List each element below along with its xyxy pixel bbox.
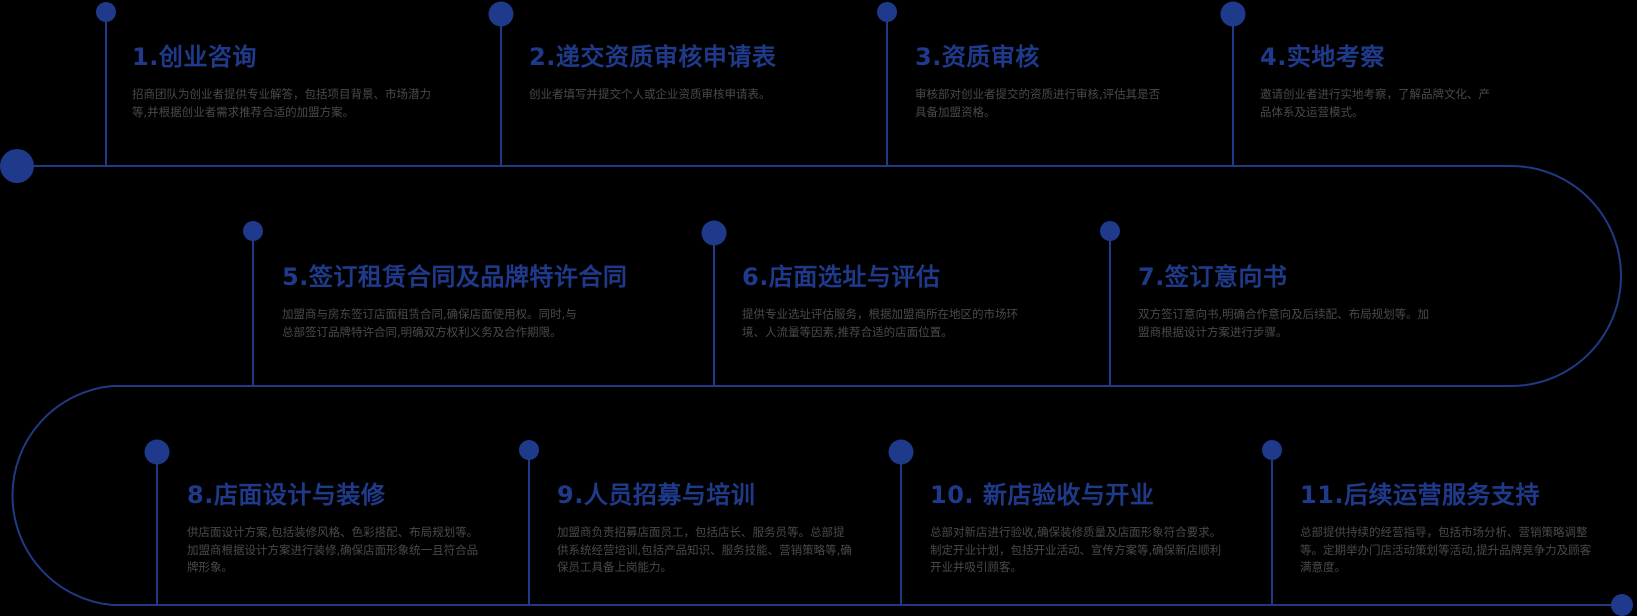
step-11: 11.后续运营服务支持 总部提供持续的经营指导，包括市场分析、营销策略调整等。定… [1300,480,1596,577]
step-2: 2.递交资质审核申请表 创业者填写并提交个人或企业资质审核申请表。 [529,42,829,104]
step-5: 5.签订租赁合同及品牌特许合同 加盟商与房东签订店面租赁合同,确保店面使用权。同… [282,262,628,341]
step-title: 10. 新店验收与开业 [930,481,1155,509]
step-7-dot [1100,221,1120,241]
step-1-dot [96,2,116,22]
step-description: 创业者填写并提交个人或企业资质审核申请表。 [529,87,771,101]
step-2-dot [488,1,514,27]
step-9-dot [519,440,539,460]
step-title: 4.实地考察 [1260,43,1385,71]
step-4-dot [1220,1,1246,27]
step-description: 加盟商与房东签订店面租赁合同,确保店面使用权。同时,与总部签订品牌特许合同,明确… [282,307,577,339]
end-dot [1611,594,1633,616]
step-description: 邀请创业者进行实地考察，了解品牌文化、产品体系及运营模式。 [1260,87,1490,119]
step-6: 6.店面选址与评估 提供专业选址评估服务，根据加盟商所在地区的市场环境、人流量等… [742,262,1038,341]
step-title: 3.资质审核 [915,43,1040,71]
step-title: 8.店面设计与装修 [187,481,386,509]
step-1: 1.创业咨询 招商团队为创业者提供专业解答，包括项目背景、市场潜力等,并根据创业… [132,42,432,121]
step-10: 10. 新店验收与开业 总部对新店进行验收,确保装修质量及店面形象符合要求。制定… [930,480,1226,577]
step-4: 4.实地考察 邀请创业者进行实地考察，了解品牌文化、产品体系及运营模式。 [1260,42,1500,121]
step-5-dot [243,221,263,241]
step-title: 2.递交资质审核申请表 [529,43,777,71]
step-description: 招商团队为创业者提供专业解答，包括项目背景、市场潜力等,并根据创业者需求推荐合适… [132,87,431,119]
step-8-dot [144,439,170,465]
step-description: 加盟商负责招募店面员工，包括店长、服务员等。总部提供系统经营培训,包括产品知识、… [557,525,852,574]
step-title: 7.签订意向书 [1138,263,1288,291]
step-description: 总部提供持续的经营指导，包括市场分析、营销策略调整等。定期举办门店活动策划等活动… [1300,525,1592,574]
start-dot [0,149,34,183]
step-description: 审核部对创业者提交的资质进行审核,评估其是否具备加盟资格。 [915,87,1161,119]
step-3-dot [877,2,897,22]
step-title: 9.人员招募与培训 [557,481,756,509]
step-10-dot [888,439,914,465]
step-3: 3.资质审核 审核部对创业者提交的资质进行审核,评估其是否具备加盟资格。 [915,42,1165,121]
step-description: 供店面设计方案,包括装修风格、色彩搭配、布局规划等。加盟商根据设计方案进行装修,… [187,525,479,574]
step-8: 8.店面设计与装修 供店面设计方案,包括装修风格、色彩搭配、布局规划等。加盟商根… [187,480,483,577]
step-title: 6.店面选址与评估 [742,263,941,291]
step-title: 1.创业咨询 [132,43,257,71]
step-title: 11.后续运营服务支持 [1300,481,1541,509]
step-title: 5.签订租赁合同及品牌特许合同 [282,263,628,291]
step-9: 9.人员招募与培训 加盟商负责招募店面员工，包括店长、服务员等。总部提供系统经营… [557,480,853,577]
step-description: 提供专业选址评估服务，根据加盟商所在地区的市场环境、人流量等因素,推荐合适的店面… [742,307,1018,339]
step-7: 7.签订意向书 双方签订意向书,明确合作意向及后续配、布局规划等。加盟商根据设计… [1138,262,1434,341]
step-6-dot [701,220,727,246]
serpentine-line [11,165,1622,606]
step-11-dot [1262,440,1282,460]
step-description: 双方签订意向书,明确合作意向及后续配、布局规划等。加盟商根据设计方案进行步骤。 [1138,307,1430,339]
step-description: 总部对新店进行验收,确保装修质量及店面形象符合要求。制定开业计划，包括开业活动、… [930,525,1222,574]
